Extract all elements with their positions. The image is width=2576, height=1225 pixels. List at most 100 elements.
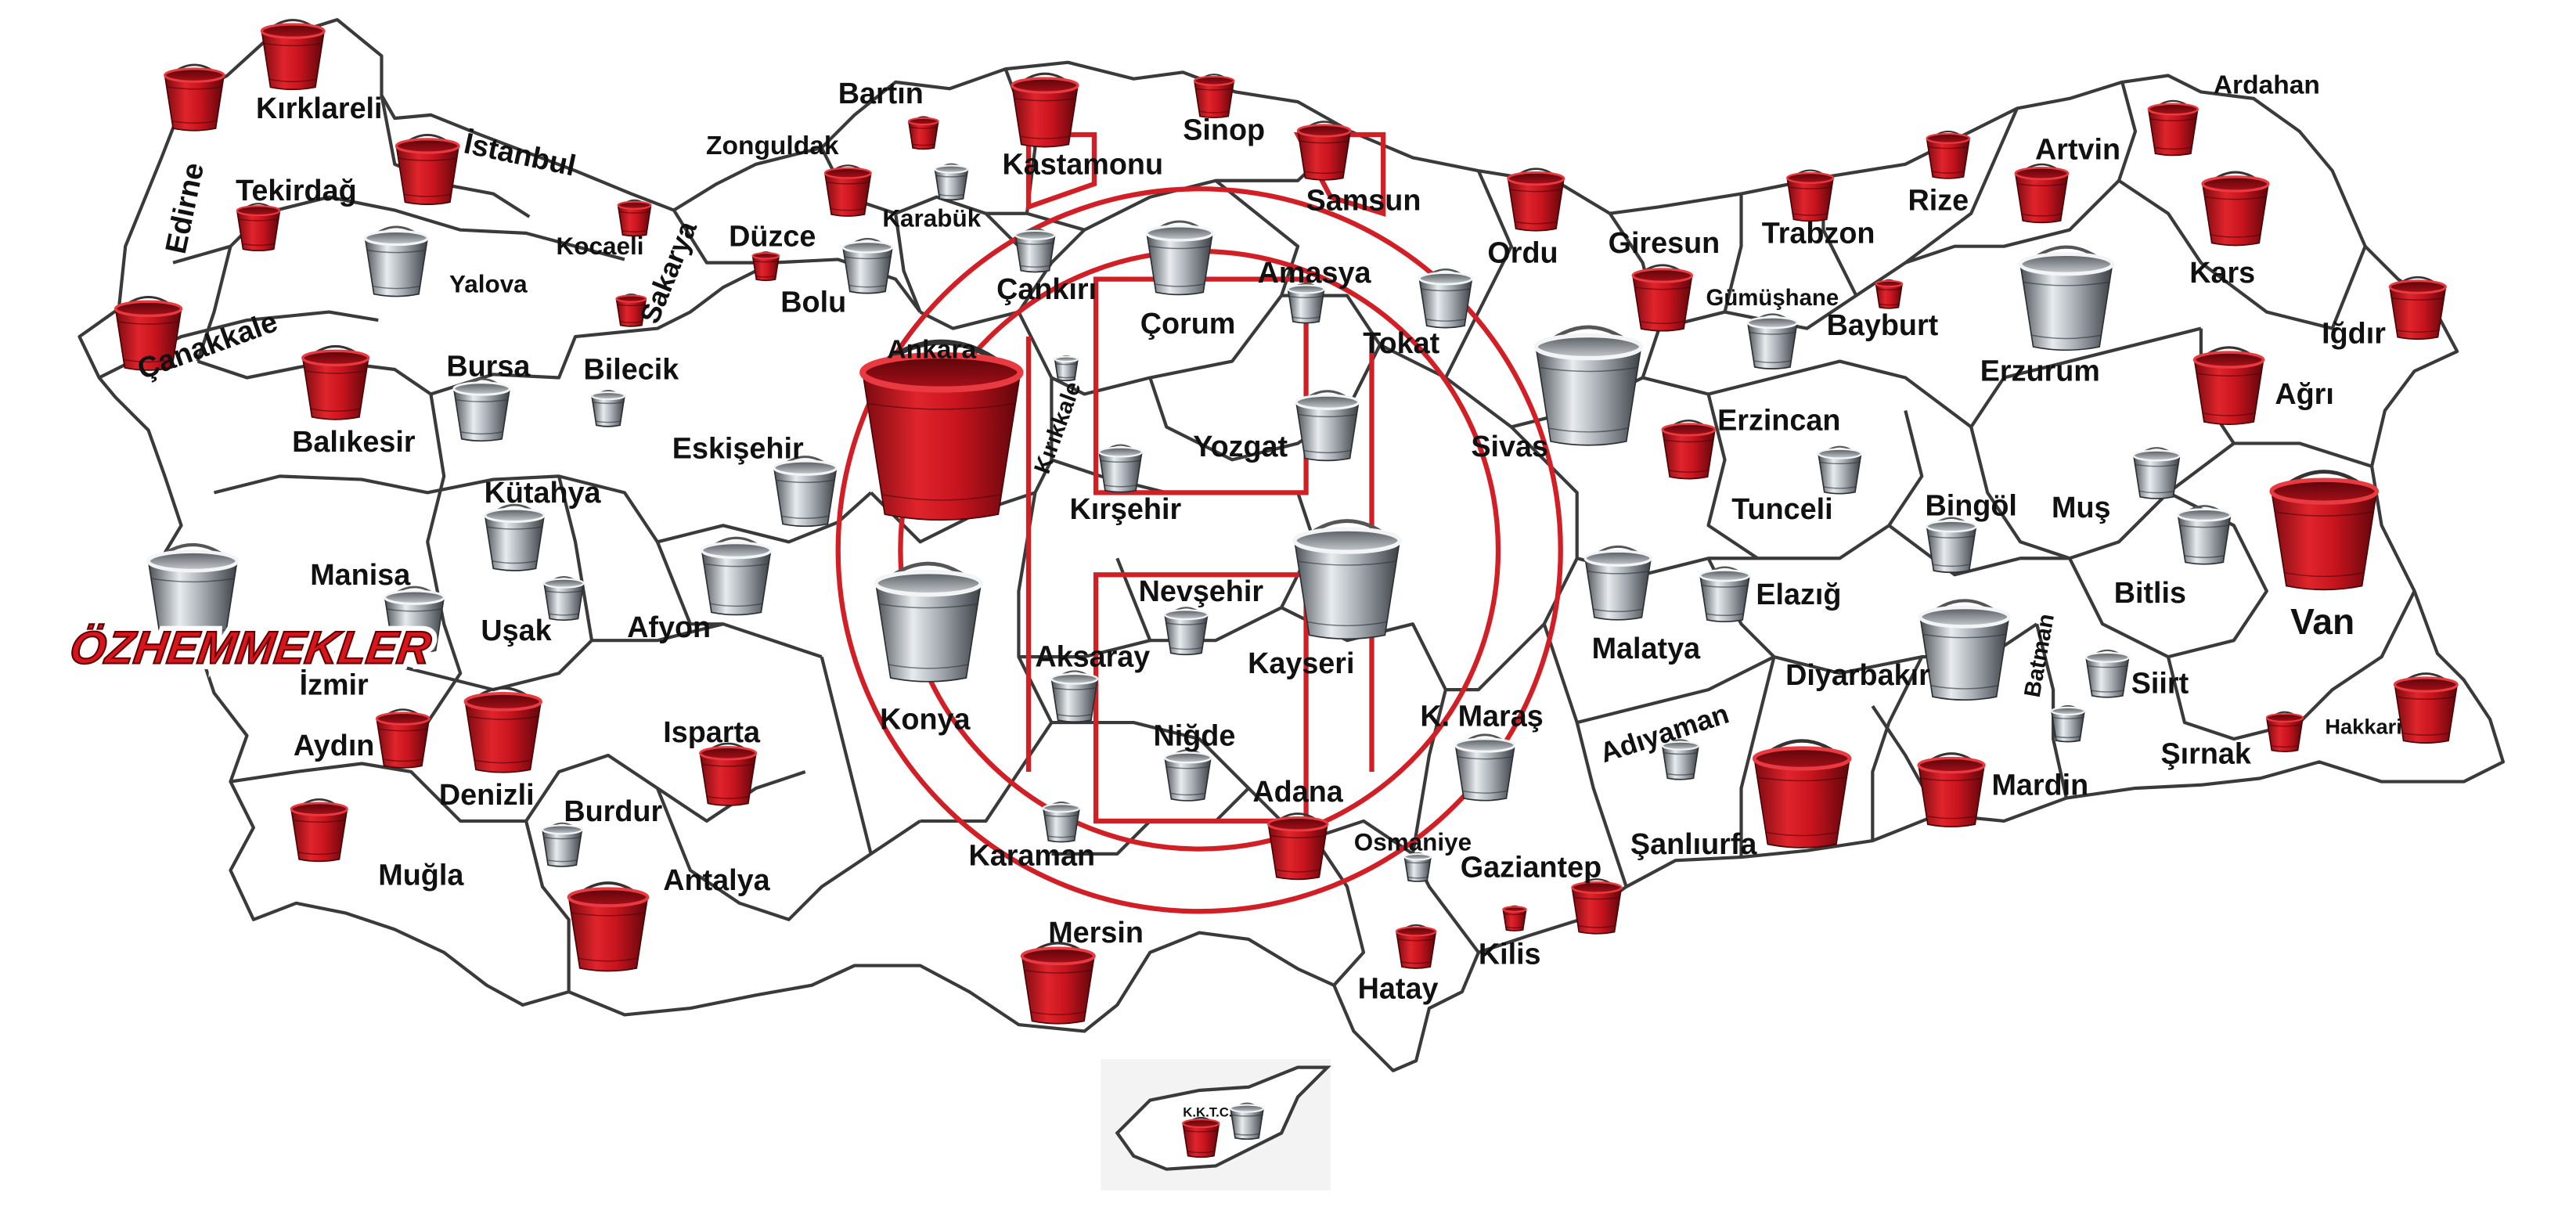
province-label-aksaray: Aksaray (1035, 641, 1150, 674)
bucket-amasya-icon (1287, 283, 1325, 324)
bucket-k-maras-icon (1454, 733, 1516, 802)
province-label-artvin: Artvin (2035, 133, 2120, 166)
bucket-bursa-icon (452, 377, 511, 442)
bucket-giresun-icon (1631, 264, 1694, 332)
bucket-bingol-icon (1926, 517, 1977, 574)
cyprus-bucket-red-icon (1182, 1116, 1220, 1158)
cyprus-label: K.K.T.C. (1183, 1105, 1232, 1120)
bucket-aydin-icon (375, 708, 431, 769)
province-labels: EdirneKırklareliTekirdağİstanbulÇanakkal… (133, 71, 2402, 1006)
bucket-gaziantep-icon (1571, 878, 1623, 935)
bucket-karaman-icon (1042, 802, 1081, 843)
bucket-manisa-icon (384, 585, 445, 654)
bucket-siirt-icon (2084, 649, 2130, 698)
province-label-kirklareli: Kırklareli (256, 92, 383, 125)
bucket-bolu-icon (841, 238, 894, 294)
province-label-nevsehir: Nevşehir (1139, 575, 1264, 608)
bucket-erzurum-icon (2018, 245, 2114, 351)
bucket-aksaray-icon (1050, 670, 1099, 723)
bucket-trabzon-icon (1786, 169, 1835, 222)
bucket-duzce-icon (751, 251, 780, 282)
province-label-samsun: Samsun (1306, 185, 1421, 218)
province-label-ordu: Ordu (1487, 237, 1558, 270)
province-label-rize: Rize (1908, 185, 1969, 218)
province-label-sivas: Sivas (1471, 431, 1548, 463)
province-label-hatay: Hatay (1358, 972, 1439, 1005)
province-label-mus: Muş (2052, 492, 2111, 524)
province-label-burdur: Burdur (564, 795, 662, 828)
bucket-ankara-icon (859, 339, 1024, 521)
bucket-yozgat-icon (1295, 390, 1360, 462)
province-label-kocaeli: Kocaeli (557, 232, 644, 260)
province-label-hakkari: Hakkari (2325, 715, 2402, 739)
bucket-zonguldak-icon (823, 164, 872, 217)
province-label-eskisehir: Eskişehir (672, 432, 804, 465)
bucket-kilis-icon (1502, 905, 1527, 931)
bucket-istanbul-icon (395, 134, 460, 205)
province-label-yozgat: Yozgat (1193, 431, 1288, 463)
bucket-mersin-icon (1020, 942, 1096, 1025)
province-label-trabzon: Trabzon (1762, 217, 1875, 250)
bucket-konya-icon (874, 561, 983, 683)
province-label-erzurum: Erzurum (1980, 355, 2100, 388)
bucket-elazig-icon (1699, 566, 1751, 623)
bucket-van-icon (2269, 470, 2380, 591)
bucket-bitlis-icon (2177, 505, 2232, 565)
bucket-mugla-icon (290, 798, 348, 863)
bucket-sanliurfa-icon (1752, 739, 1852, 848)
bucket-batman-icon (2050, 704, 2086, 743)
bucket-hatay-icon (1395, 924, 1437, 969)
bucket-denizli-icon (463, 686, 542, 773)
province-label-gumushane: Gümüşhane (1706, 285, 1839, 311)
province-label-amasya: Amasya (1258, 257, 1372, 290)
province-label-ardahan: Ardahan (2214, 71, 2320, 100)
bucket-samsun-icon (1296, 121, 1352, 181)
province-label-corum: Çorum (1140, 308, 1236, 340)
province-label-osmaniye: Osmaniye (1354, 829, 1472, 856)
province-label-tekirdag: Tekirdağ (236, 175, 357, 207)
bucket-kirsehir-icon (1098, 444, 1143, 493)
bucket-kocaeli-icon (617, 199, 652, 237)
bucket-nigde-icon (1163, 749, 1212, 802)
bucket-gumushane-icon (1746, 313, 1799, 369)
ozhemmekler-logo: ÖZHEMMEKLER ÖZHEMMEKLER (61, 616, 440, 679)
province-label-bitlis: Bitlis (2114, 577, 2186, 610)
province-label-van: Van (2290, 601, 2354, 642)
bucket-corum-icon (1145, 220, 1214, 296)
bucket-afyon-icon (700, 536, 773, 616)
bucket-adana-icon (1266, 812, 1329, 881)
bucket-burdur-icon (542, 822, 583, 867)
bucket-ordu-icon (1507, 168, 1565, 232)
svg-text:ÖZHEMMEKLER: ÖZHEMMEKLER (67, 622, 434, 674)
bucket-artvin-icon (2014, 164, 2070, 224)
bucket-bilecik-icon (590, 390, 626, 427)
province-label-bolu: Bolu (780, 286, 846, 319)
bucket-bartin-icon (907, 116, 939, 150)
province-label-konya: Konya (880, 703, 971, 736)
province-label-agri: Ağrı (2275, 378, 2334, 411)
province-buckets (113, 19, 2459, 1025)
bucket-sakarya-icon (615, 294, 647, 327)
bucket-sinop-icon (1193, 74, 1235, 119)
province-label-isparta: Isparta (663, 716, 761, 749)
province-label-afyon: Afyon (627, 611, 711, 644)
bucket-kutahya-icon (484, 503, 546, 571)
province-label-giresun: Giresun (1609, 227, 1720, 260)
bucket-kastamonu-icon (1011, 72, 1079, 148)
bucket-kirklareli-icon (260, 19, 326, 91)
bucket-yalova-icon (363, 225, 429, 297)
province-label-bursa: Bursa (446, 350, 531, 383)
bucket-kars-icon (2201, 171, 2270, 247)
bucket-edirne-icon (164, 63, 225, 132)
bucket-osmaniye-icon (1403, 852, 1432, 882)
province-label-kayseri: Kayseri (1248, 647, 1354, 680)
bucket-tunceli-icon (1818, 445, 1862, 495)
province-label-kutahya: Kütahya (485, 477, 602, 510)
province-label-adana: Adana (1252, 776, 1343, 809)
province-label-cankiri: Çankırı (996, 273, 1097, 306)
province-label-sirnak: Şırnak (2160, 738, 2251, 771)
province-label-duzce: Düzce (729, 221, 816, 254)
bucket-tokat-icon (1418, 268, 1473, 329)
province-label-karabuk: Karabük (882, 205, 981, 232)
bucket-malatya-icon (1583, 546, 1652, 621)
